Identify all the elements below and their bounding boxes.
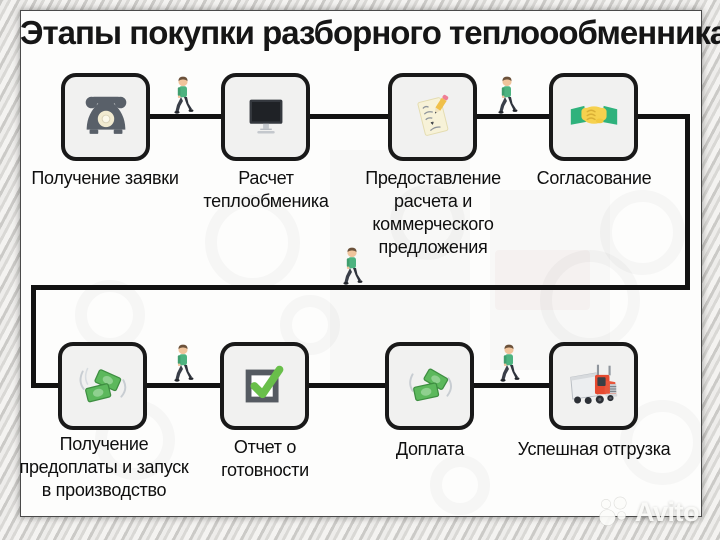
walking-person-icon — [500, 344, 520, 382]
faint-tint-decor — [495, 250, 590, 310]
connector-line — [31, 383, 61, 388]
money-icon — [408, 368, 452, 402]
step-box-approval — [549, 73, 638, 161]
handshake-icon — [570, 105, 617, 125]
avito-logo-icon — [599, 496, 627, 526]
connector-line — [685, 114, 690, 290]
step-label: Получение заявки — [31, 168, 179, 188]
step-box-proposal: ♥ — [388, 73, 477, 161]
connector-line — [308, 383, 386, 388]
walking-person-icon — [174, 76, 194, 114]
connector-line — [476, 114, 550, 119]
page-title: Этапы покупки разборного теплоообменника — [20, 14, 720, 51]
step-label: Отчет о готовности — [221, 437, 309, 481]
connector-line — [146, 383, 221, 388]
phone-icon — [85, 96, 126, 134]
avito-watermark: Avito — [598, 496, 700, 528]
step-box-calculation — [221, 73, 310, 161]
connector-line — [636, 114, 690, 119]
faint-circle-decor — [430, 455, 490, 515]
connector-line — [150, 114, 222, 119]
step-box-shipment — [549, 342, 638, 430]
monitor-icon — [249, 99, 282, 134]
connector-line — [31, 285, 690, 290]
connector-line — [31, 285, 36, 387]
walking-person-icon — [498, 76, 518, 114]
step-label: Успешная отгрузка — [517, 439, 671, 459]
faint-strip-decor — [490, 190, 610, 370]
money-icon — [79, 367, 126, 403]
step-box-request — [61, 73, 150, 161]
avito-watermark-text: Avito — [635, 496, 700, 527]
step-box-readiness — [220, 342, 309, 430]
step-box-prepayment — [58, 342, 147, 430]
step-label: Расчет теплообменика — [203, 168, 329, 212]
step-label: Доплата — [395, 439, 465, 459]
connector-line — [473, 383, 550, 388]
walking-person-icon — [343, 247, 363, 285]
step-label: Получение предоплаты и запуск в производ… — [19, 434, 189, 501]
svg-text:♥: ♥ — [430, 121, 435, 128]
checkbox-icon — [245, 365, 283, 403]
step-label: Предоставление расчета и коммерческого п… — [365, 168, 501, 258]
truck-icon — [569, 364, 617, 404]
connector-line — [309, 114, 389, 119]
step-box-surcharge — [385, 342, 474, 430]
document-pencil-icon: ♥ — [416, 94, 448, 136]
faint-circle-decor — [75, 280, 145, 350]
step-label: Согласование — [536, 168, 652, 188]
walking-person-icon — [174, 344, 194, 382]
